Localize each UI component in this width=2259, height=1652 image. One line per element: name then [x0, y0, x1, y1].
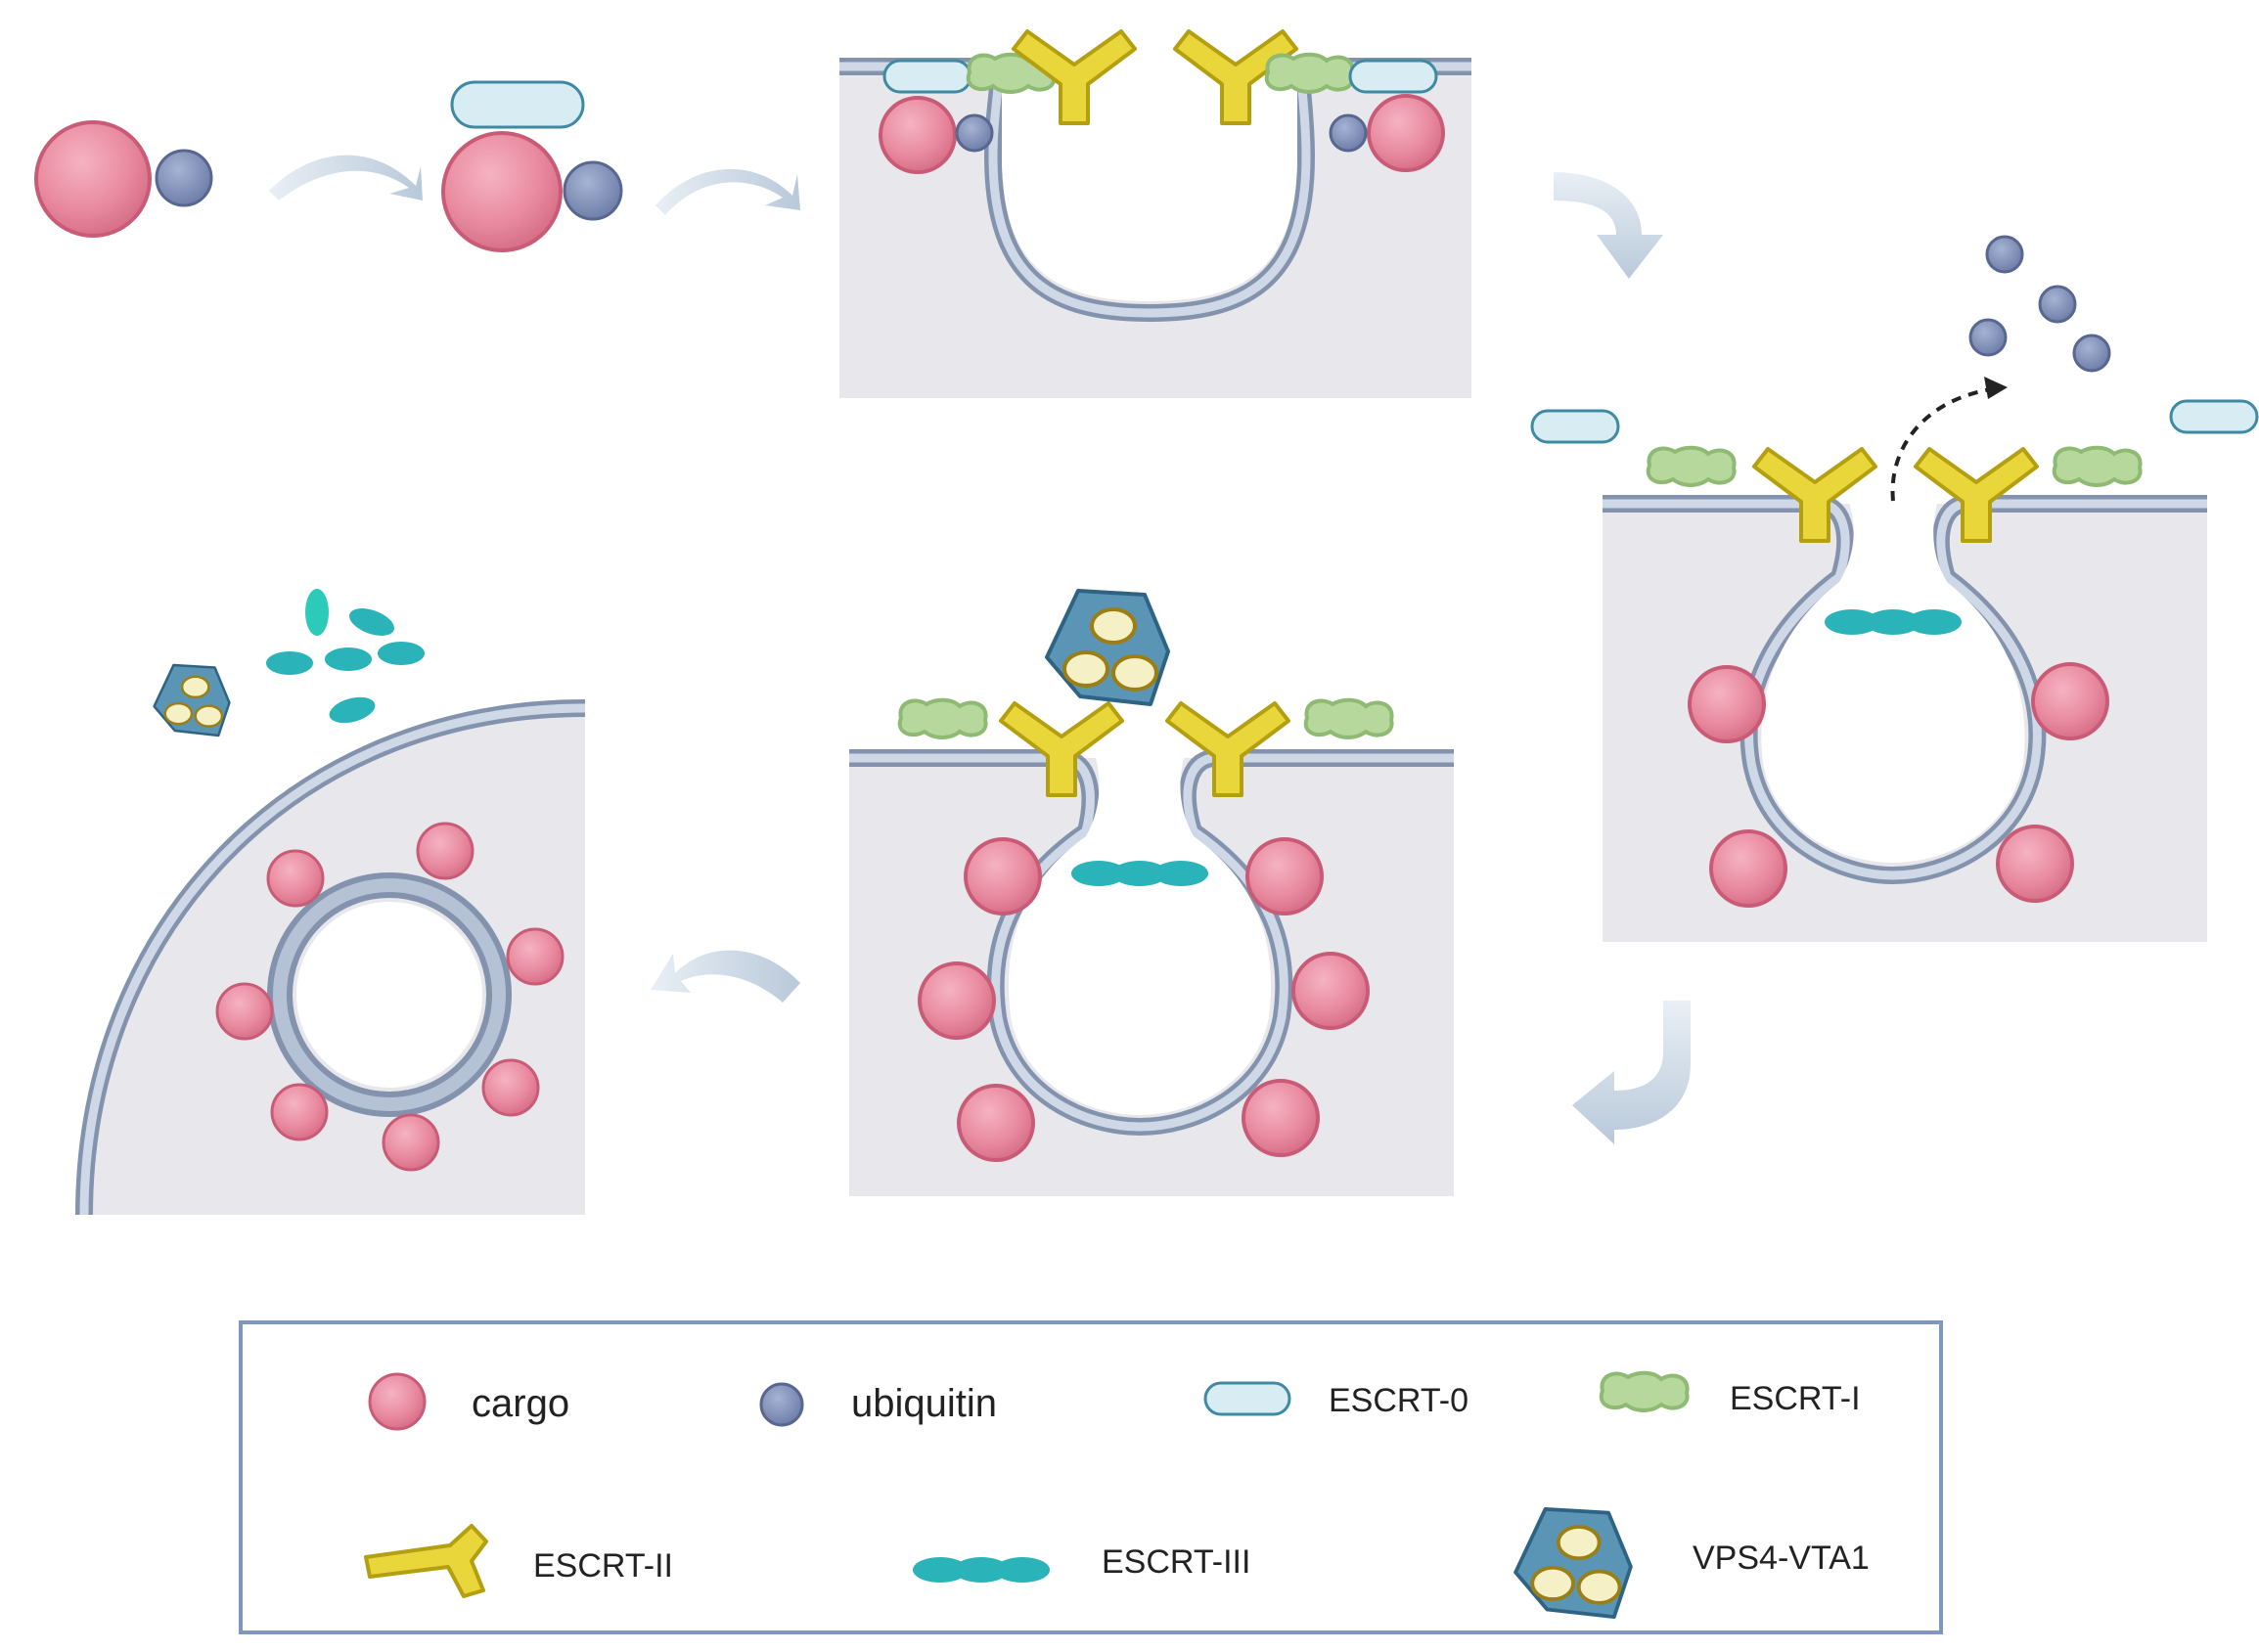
deubiquitination-arrow: [1890, 387, 1992, 502]
cargo-icon: [1688, 665, 1766, 743]
ubiquitin-icon: [563, 160, 623, 221]
ubiquitin-icon: [2072, 334, 2111, 373]
escrt-iii-icon: [1071, 861, 1208, 886]
cargo-icon: [1291, 952, 1370, 1030]
cargo-icon: [964, 837, 1042, 915]
escrt-iii-subunit-icon: [329, 696, 376, 724]
vps4-vta1-icon: [153, 663, 231, 737]
escrt-i-icon: [1303, 697, 1394, 739]
cargo-icon: [416, 822, 474, 880]
escrt-i-icon: [1264, 52, 1355, 94]
escrt-iii-subunit-icon: [266, 651, 313, 675]
cargo-icon: [382, 1113, 440, 1172]
escrt-0-icon: [1348, 59, 1438, 94]
escrt-0-icon: [2169, 399, 2259, 434]
ubiquitin-icon: [759, 1382, 804, 1427]
ubiquitin-icon: [1329, 113, 1368, 153]
cargo-icon: [506, 927, 565, 986]
escrt-0-icon: [450, 80, 585, 129]
escrt-iii-icon: [913, 1557, 1050, 1583]
legend-escrt-0: ESCRT-0: [1329, 1382, 1468, 1419]
cargo-icon: [368, 1372, 427, 1431]
cargo-icon: [1709, 829, 1787, 908]
escrt-ii-icon: [364, 1524, 488, 1598]
cargo-icon: [441, 131, 563, 252]
escrt-i-icon: [1599, 1370, 1690, 1412]
process-arrow-icon: [1572, 1001, 1691, 1144]
ubiquitin-icon: [955, 113, 994, 153]
escrt-iii-subunit-icon: [349, 608, 394, 636]
escrt-iii-subunit-icon: [305, 589, 329, 636]
legend-cargo: cargo: [472, 1382, 569, 1425]
cargo-icon: [1242, 1079, 1320, 1157]
legend-box: [239, 1320, 1943, 1634]
vps4-vta1-icon: [1045, 589, 1170, 706]
cargo-icon: [957, 1084, 1035, 1162]
cargo-icon: [270, 1083, 329, 1141]
legend-escrt-ii: ESCRT-II: [533, 1547, 673, 1585]
process-arrow-icon: [655, 168, 800, 215]
escrt-i-icon: [1646, 445, 1737, 487]
cargo-icon: [1245, 837, 1324, 915]
escrt-i-icon: [897, 697, 988, 739]
ubiquitin-icon: [1985, 235, 2024, 274]
escrt-iii-subunit-icon: [325, 647, 372, 671]
cargo-icon: [2031, 662, 2109, 740]
step-4-escrt-iii-assembly: [1530, 235, 2259, 942]
cargo-icon: [918, 961, 996, 1040]
cargo-icon: [215, 982, 274, 1041]
legend-escrt-iii: ESCRT-III: [1102, 1543, 1250, 1581]
process-arrow-icon: [1554, 172, 1663, 279]
legend-ubiquitin: ubiquitin: [851, 1382, 997, 1425]
escrt-i-icon: [2052, 445, 2143, 487]
escrt-0-icon: [882, 59, 972, 94]
ubiquitin-icon: [1968, 318, 2008, 357]
ubiquitin-icon: [155, 149, 213, 207]
cargo-icon: [879, 96, 957, 174]
escrt-iii-icon: [1825, 609, 1962, 635]
process-arrow-icon: [651, 950, 800, 1003]
legend-escrt-i: ESCRT-I: [1730, 1380, 1861, 1417]
ubiquitin-icon: [2038, 285, 2077, 324]
process-arrow-icon: [269, 155, 423, 201]
cargo-icon: [266, 849, 325, 908]
cargo-icon: [481, 1058, 540, 1117]
step-3-membrane-invagination: [839, 29, 1471, 398]
step-5-vps4-recruitment: [849, 589, 1454, 1196]
cargo-icon: [34, 120, 152, 238]
escrt-0-icon: [1203, 1381, 1291, 1416]
legend: cargo ubiquitin ESCRT-0 ESCRT-I ESCRT-II…: [239, 1320, 1943, 1634]
escrt-iii-subunit-icon: [378, 642, 425, 665]
cargo-icon: [1996, 825, 2074, 903]
step-6-intraluminal-vesicle: [75, 589, 586, 1216]
legend-vps4-vta1: VPS4-VTA1: [1693, 1540, 1870, 1577]
step-1-ubiquitinated-cargo: [34, 120, 213, 238]
escrt-0-icon: [1530, 409, 1620, 444]
step-2-escrt-0-binding: [441, 80, 623, 252]
cargo-icon: [1367, 94, 1445, 172]
